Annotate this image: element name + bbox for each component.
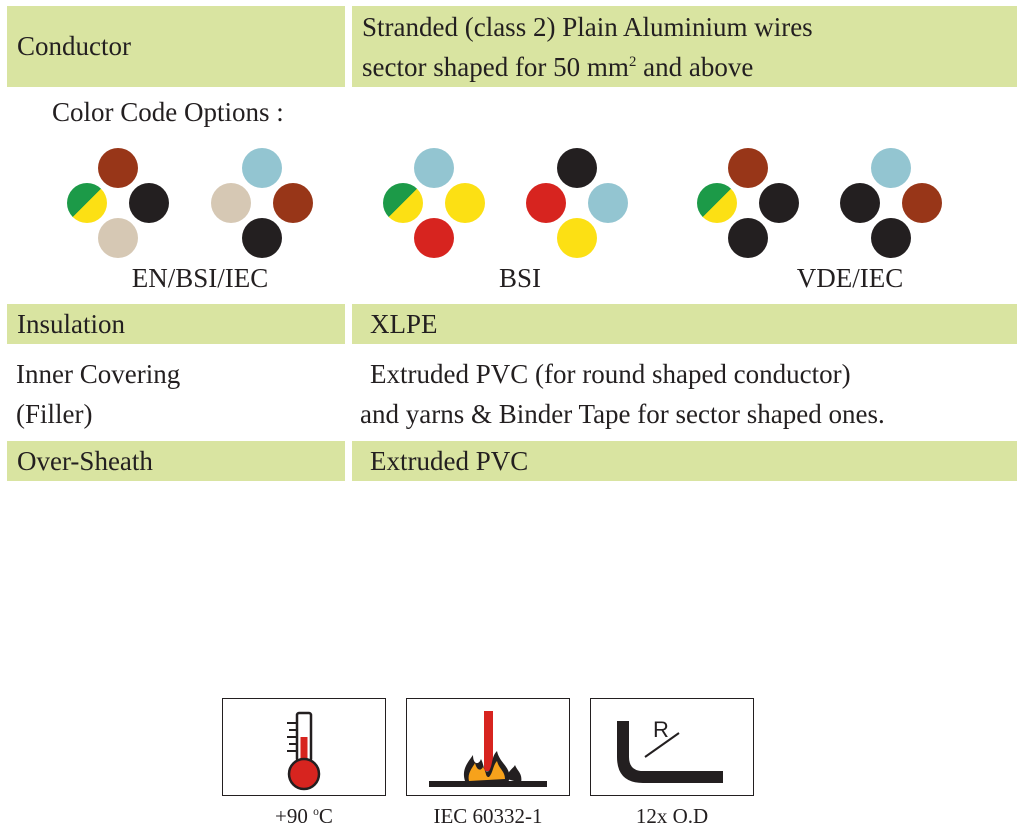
inner-covering-label-line2: (Filler) [16,399,93,429]
temperature-caption: +90 oC [275,804,333,828]
over-sheath-label: Over-Sheath [17,446,153,476]
conductor-value-line2: sector shaped for 50 mm2 and above [362,52,754,82]
insulation-value-cell: XLPE [352,304,1017,344]
core-green-yellow-left [383,183,423,223]
core-black-left [840,183,880,223]
inner-covering-label-line1: Inner Covering [16,359,181,389]
color-code-set [67,148,169,258]
color-code-set [526,148,628,258]
color-code-set [383,148,485,258]
temperature-box [222,698,386,796]
svg-text:R: R [653,717,669,742]
core-black-right [129,183,169,223]
over-sheath-label-cell: Over-Sheath [7,441,345,481]
core-grey-bottom [98,218,138,258]
color-code-set [211,148,313,258]
core-blue-top [242,148,282,188]
core-grey-left [211,183,251,223]
core-green-yellow-left [697,183,737,223]
core-blue-top [871,148,911,188]
core-brown-top [728,148,768,188]
color-code-set [840,148,942,258]
insulation-label: Insulation [17,309,125,339]
bending-radius-box: R [590,698,754,796]
flame-test-caption: IEC 60332-1 [433,804,543,828]
flame-test-box [406,698,570,796]
standard-label-en-bsi-iec: EN/BSI/IEC [131,263,269,293]
bending-radius-caption: 12x O.D [635,804,709,828]
core-blue-right [588,183,628,223]
over-sheath-value-cell: Extruded PVC [352,441,1017,481]
core-brown-top [98,148,138,188]
conductor-label-cell: Conductor [7,6,345,87]
inner-covering-value-line2: and yarns & Binder Tape for sector shape… [360,399,885,429]
core-red-bottom [414,218,454,258]
conductor-label: Conductor [17,31,131,61]
core-yellow-right [445,183,485,223]
core-black-bottom [871,218,911,258]
bending-radius-icon: R [617,717,723,783]
color-code-title: Color Code Options : [52,97,284,127]
inner-covering-value-line1: Extruded PVC (for round shaped conductor… [370,359,851,389]
over-sheath-value: Extruded PVC [370,446,529,476]
core-black-bottom [728,218,768,258]
conductor-value-cell: Stranded (class 2) Plain Aluminium wires… [352,6,1017,87]
core-yellow-bottom [557,218,597,258]
core-black-bottom [242,218,282,258]
core-black-right [759,183,799,223]
standard-label-bsi: BSI [498,263,542,293]
core-black-top [557,148,597,188]
core-blue-top [414,148,454,188]
insulation-value: XLPE [370,309,438,339]
thermometer-icon [287,711,321,791]
core-red-left [526,183,566,223]
core-green-yellow-left [67,183,107,223]
flame-test-icon [429,711,547,787]
core-brown-right [902,183,942,223]
insulation-label-cell: Insulation [7,304,345,344]
standard-label-vde-iec: VDE/IEC [796,263,904,293]
core-brown-right [273,183,313,223]
color-code-set [697,148,799,258]
conductor-value-line1: Stranded (class 2) Plain Aluminium wires [362,12,813,42]
